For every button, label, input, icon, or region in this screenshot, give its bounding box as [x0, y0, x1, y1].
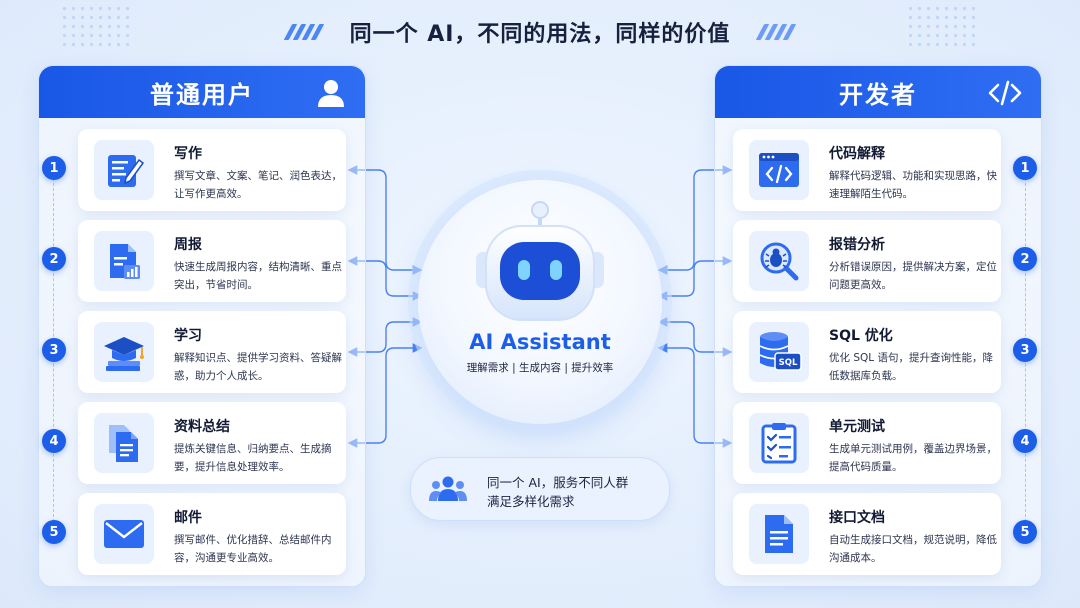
decorative-dots-left [60, 4, 130, 48]
step-number: 5 [1013, 520, 1037, 544]
panel-title-left: 普通用户 [150, 80, 254, 109]
panel-header-left: 普通用户 [39, 66, 365, 118]
decorative-dots-right [906, 4, 976, 48]
card-description: 撰写文章、文案、笔记、润色表达，让写作更高效。 [174, 170, 342, 200]
report-chart-icon [110, 244, 140, 279]
card-description: 优化 SQL 语句，提升查询性能，降低数据库负载。 [829, 352, 993, 382]
step-number: 1 [1013, 156, 1037, 180]
connector-left-2 [347, 256, 423, 301]
graduation-cap-icon [104, 337, 144, 371]
connector-right-4 [657, 343, 733, 448]
step-number: 3 [1013, 338, 1037, 362]
step-number: 4 [1013, 429, 1037, 453]
card-weekly-report[interactable]: 周报 快速生成周报内容，结构清晰、重点突出，节省时间。 [78, 220, 346, 302]
card-description: 自动生成接口文档，规范说明，降低沟通成本。 [829, 534, 997, 564]
card-description: 提炼关键信息、归纳要点、生成摘要，提升信息处理效率。 [174, 443, 332, 473]
card-description: 生成单元测试用例，覆盖边界场景，提高代码质量。 [829, 443, 997, 473]
code-window-icon [759, 153, 799, 187]
card-unit-test[interactable]: 单元测试 生成单元测试用例，覆盖边界场景，提高代码质量。 [733, 402, 1001, 484]
step-number: 1 [42, 156, 66, 180]
connector-right-2 [657, 256, 733, 301]
user-icon [318, 80, 344, 107]
documents-icon [109, 425, 138, 462]
card-description: 解释知识点、提供学习资料、答疑解惑，助力个人成长。 [174, 352, 342, 382]
card-error-analysis[interactable]: 报错分析 分析错误原因，提供解决方案，定位问题更高效。 [733, 220, 1001, 302]
card-sql-optimize[interactable]: SQL SQL 优化 优化 SQL 语句，提升查询性能，降低数据库负载。 [733, 311, 1001, 393]
ai-assistant-tagline: 理解需求 | 生成内容 | 提升效率 [466, 362, 614, 374]
card-icon-box: SQL [749, 322, 809, 382]
page-title: 同一个 AI，不同的用法，同样的价值 [349, 22, 731, 47]
card-title: 单元测试 [829, 419, 885, 435]
card-summary[interactable]: 资料总结 提炼关键信息、归纳要点、生成摘要，提升信息处理效率。 [78, 402, 346, 484]
card-icon-box [749, 413, 809, 473]
card-icon-box [94, 231, 154, 291]
card-icon-box [749, 231, 809, 291]
code-brackets-icon [988, 80, 1022, 106]
robot-icon [476, 201, 604, 321]
card-icon-box [749, 504, 809, 564]
note-line-1: 同一个 AI，服务不同人群 [487, 475, 629, 490]
document-icon [765, 515, 793, 553]
panel-title-right: 开发者 [839, 80, 917, 109]
checklist-icon [761, 423, 797, 464]
bug-search-icon [760, 242, 799, 281]
card-title: 学习 [174, 328, 202, 344]
group-users-icon [429, 476, 467, 501]
card-icon-box [94, 322, 154, 382]
card-icon-box [94, 140, 154, 200]
card-title: 邮件 [174, 510, 202, 526]
card-writing[interactable]: 写作 撰写文章、文案、笔记、润色表达，让写作更高效。 [78, 129, 346, 211]
card-icon-box [94, 413, 154, 473]
card-title: 报错分析 [829, 237, 885, 253]
card-title: 写作 [174, 146, 202, 162]
step-number: 3 [42, 338, 66, 362]
card-email[interactable]: 邮件 撰写邮件、优化措辞、总结邮件内容，沟通更专业高效。 [78, 493, 346, 575]
step-number: 4 [42, 429, 66, 453]
card-description: 分析错误原因，提供解决方案，定位问题更高效。 [829, 261, 997, 291]
step-number: 5 [42, 520, 66, 544]
envelope-icon [104, 520, 144, 548]
database-sql-icon: SQL [759, 332, 802, 371]
step-number: 2 [1013, 247, 1037, 271]
panel-header-right: 开发者 [715, 66, 1041, 118]
ai-assistant-name: AI Assistant [469, 330, 611, 354]
audience-note: 同一个 AI，服务不同人群 满足多样化需求 [410, 457, 670, 521]
note-line-2: 满足多样化需求 [487, 494, 575, 509]
card-title: 代码解释 [829, 146, 885, 162]
card-title: 接口文档 [829, 510, 885, 526]
connector-left-4 [347, 343, 423, 448]
card-description: 解释代码逻辑、功能和实现思路，快速理解陌生代码。 [829, 170, 997, 200]
card-icon-box [749, 140, 809, 200]
card-learning[interactable]: 学习 解释知识点、提供学习资料、答疑解惑，助力个人成长。 [78, 311, 346, 393]
step-number: 2 [42, 247, 66, 271]
sql-badge-text: SQL [779, 358, 798, 368]
card-icon-box [94, 504, 154, 564]
pencil-note-icon [108, 155, 145, 187]
card-api-docs[interactable]: 接口文档 自动生成接口文档，规范说明，降低沟通成本。 [733, 493, 1001, 575]
header: 同一个 AI，不同的用法，同样的价值 [0, 16, 1080, 48]
card-description: 撰写邮件、优化措辞、总结邮件内容，沟通更专业高效。 [174, 534, 332, 564]
card-title: SQL 优化 [829, 328, 893, 344]
card-title: 资料总结 [174, 419, 230, 435]
card-code-explain[interactable]: 代码解释 解释代码逻辑、功能和实现思路，快速理解陌生代码。 [733, 129, 1001, 211]
card-title: 周报 [174, 237, 202, 253]
card-description: 快速生成周报内容，结构清晰、重点突出，节省时间。 [174, 261, 342, 291]
